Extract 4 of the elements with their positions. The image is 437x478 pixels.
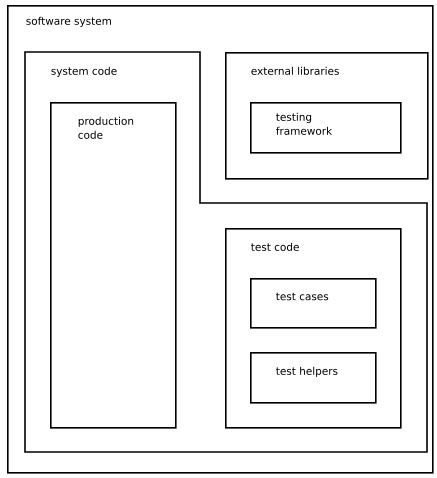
inner-box: test cases [250,278,377,329]
inner-box: testing framework [250,102,402,154]
inner-box: test helpers [250,352,377,404]
inner-box: production code [50,102,177,429]
